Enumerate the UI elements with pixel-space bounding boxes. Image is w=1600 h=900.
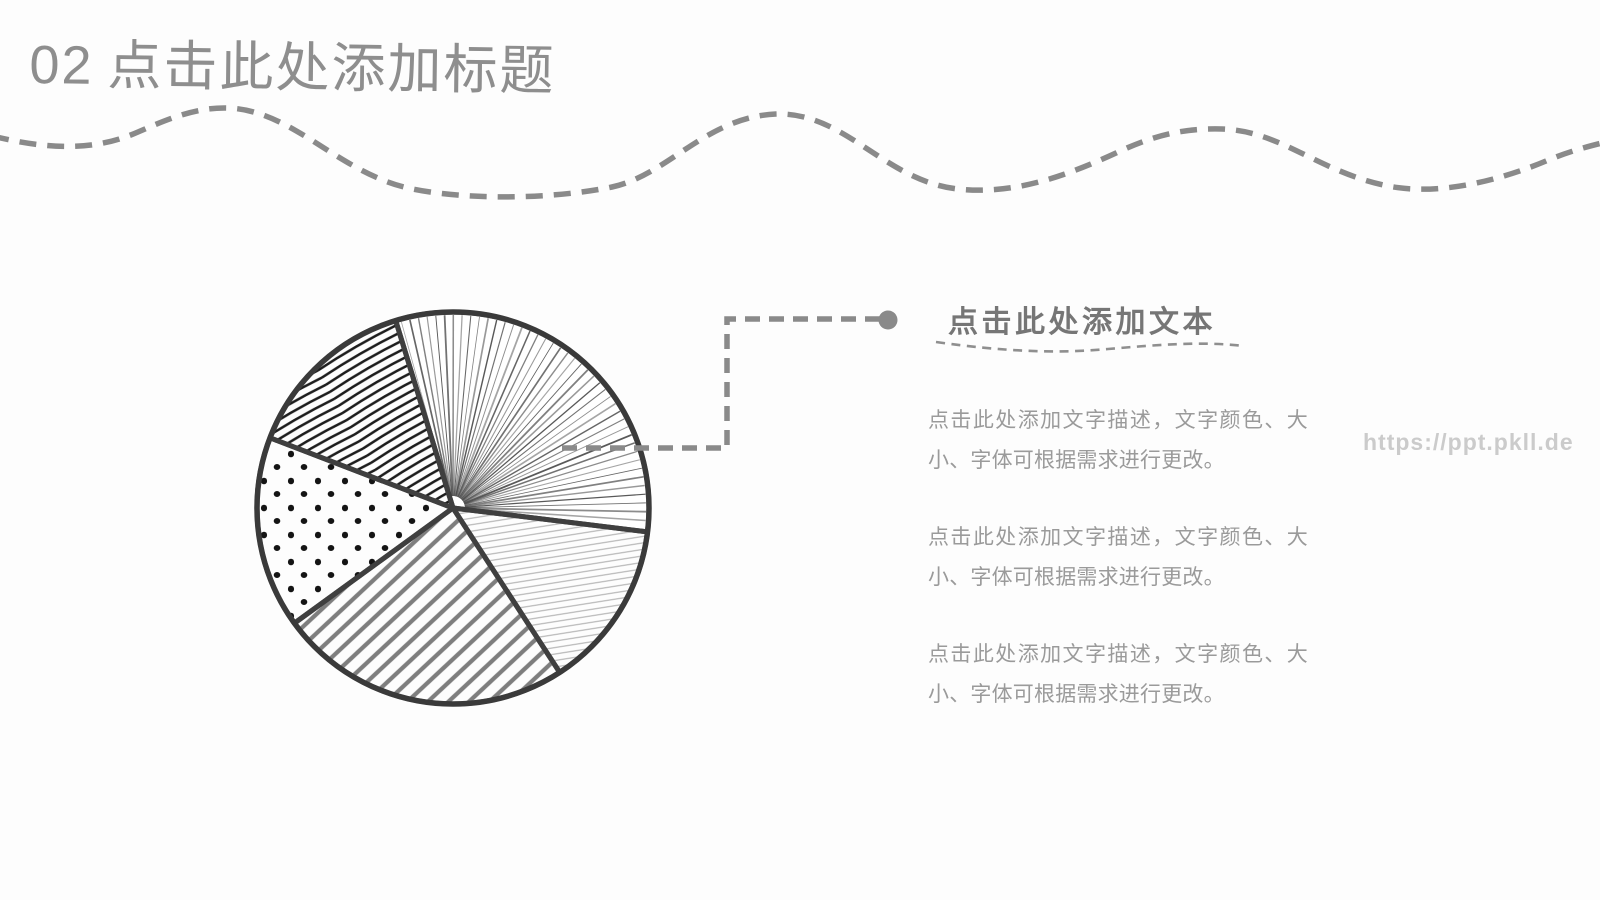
heading-underline-dashed [935, 340, 1245, 353]
content-paragraph-2[interactable]: 点击此处添加文字描述，文字颜色、大小、字体可根据需求进行更改。 [928, 526, 1308, 589]
content-paragraphs: 点击此处添加文字描述，文字颜色、大小、字体可根据需求进行更改。 点击此处添加文字… [928, 401, 1308, 752]
top-wave-dashed-line [0, 105, 1600, 200]
slide-title-text: 点击此处添加标题 [107, 35, 556, 102]
content-heading[interactable]: 点击此处添加文本 [948, 306, 1216, 339]
connector-dashed-line [562, 316, 880, 451]
pie-outline-circle [254, 309, 652, 707]
content-paragraph-1[interactable]: 点击此处添加文字描述，文字颜色、大小、字体可根据需求进行更改。 [928, 409, 1308, 472]
slide-title-number: 02 [29, 34, 94, 96]
radial-hatch-lines [401, 314, 647, 522]
content-paragraph-3[interactable]: 点击此处添加文字描述，文字颜色、大小、字体可根据需求进行更改。 [928, 643, 1308, 706]
connector-endpoint-dot [878, 310, 898, 330]
watermark-url: https://ppt.pkll.de [1363, 429, 1574, 455]
